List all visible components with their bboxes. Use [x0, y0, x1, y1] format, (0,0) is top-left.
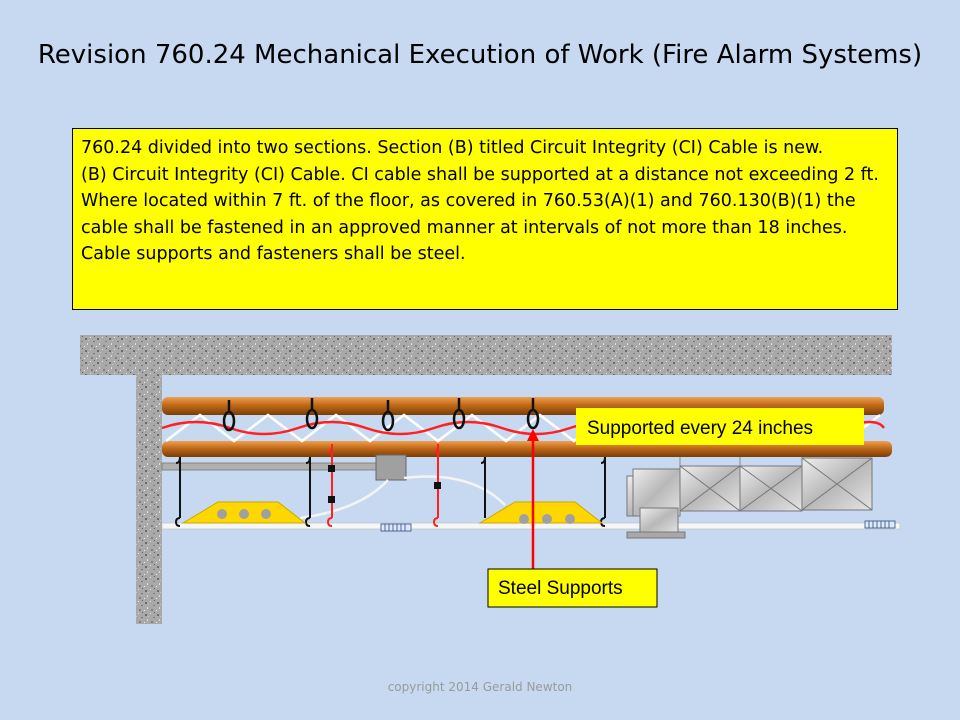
steel-supports-arrow: [527, 429, 539, 570]
flexible-cables: [299, 475, 506, 520]
steel-supports-callout: [487, 568, 658, 608]
ceiling-grille-2: [864, 520, 896, 529]
junction-box: [375, 454, 407, 481]
suspended-ceiling-grid: [161, 522, 901, 530]
light-fixture-left: [181, 501, 307, 524]
ceiling-grille-1: [380, 523, 412, 532]
code-paragraph-section-b: (B) Circuit Integrity (CI) Cable. CI cab…: [81, 164, 879, 265]
code-paragraph-intro: 760.24 divided into two sections. Sectio…: [81, 138, 824, 158]
ci-cable-drops: [326, 444, 439, 527]
ceiling-hanger-wires: [174, 456, 606, 527]
ci-fasteners: [328, 465, 441, 503]
code-requirement-callout: 760.24 divided into two sections. Sectio…: [72, 128, 898, 310]
light-fixture-right: [478, 501, 604, 524]
support-spacing-label: Supported every 24 inches: [587, 418, 813, 439]
steel-support-rings: [222, 398, 540, 432]
steel-supports-label: Steel Supports: [498, 578, 623, 599]
support-spacing-callout: [576, 408, 864, 445]
copyright-notice: copyright 2014 Gerald Newton: [387, 680, 573, 694]
concrete-wall: [136, 372, 162, 624]
slide-title: Revision 760.24 Mechanical Execution of …: [37, 40, 923, 70]
conduit-pipe: [161, 462, 379, 471]
concrete-ceiling-slab: [80, 335, 892, 375]
hvac-duct: [626, 457, 873, 539]
